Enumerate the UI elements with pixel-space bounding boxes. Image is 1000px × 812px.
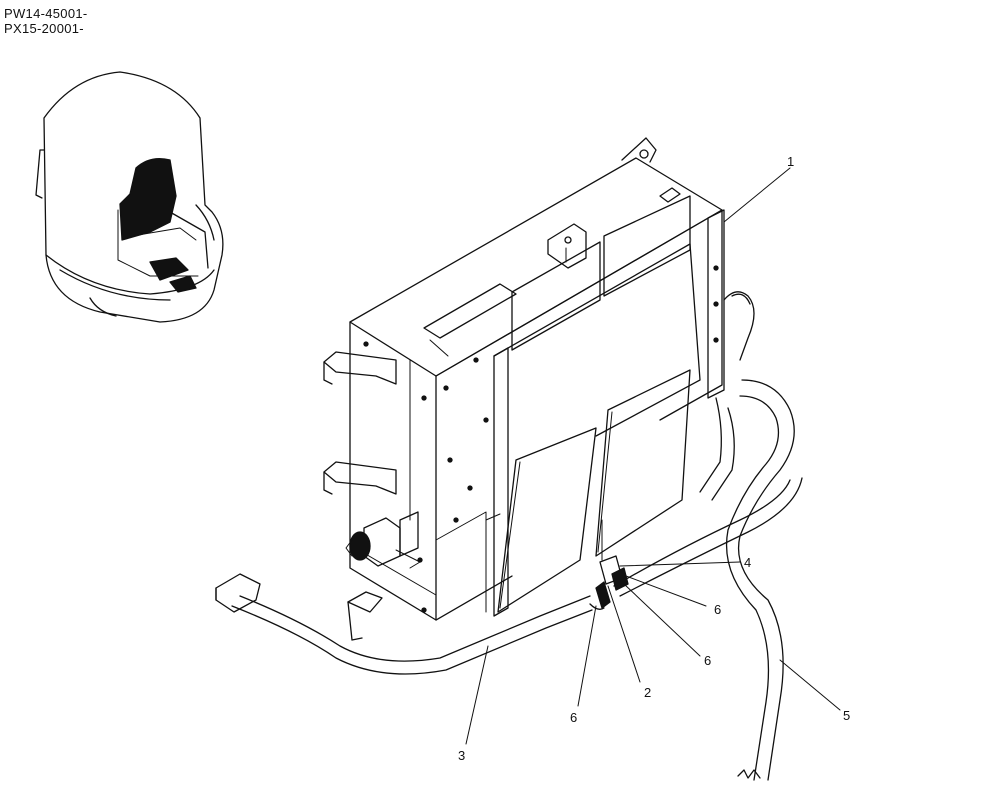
serial-code-2: PX15-20001- — [4, 21, 84, 36]
hose-assembly — [215, 379, 803, 781]
callout-6-middle: 6 — [704, 653, 711, 668]
leader-lines — [465, 167, 841, 745]
callout-3: 3 — [458, 748, 465, 763]
callout-1: 1 — [787, 154, 794, 169]
callout-4: 4 — [744, 555, 751, 570]
serial-number-block: PW14-45001- PX15-20001- — [4, 6, 88, 36]
callout-6-right: 6 — [714, 602, 721, 617]
callout-2: 2 — [644, 685, 651, 700]
callout-5: 5 — [843, 708, 850, 723]
heater-unit — [323, 137, 755, 641]
locator-inset — [35, 71, 224, 323]
callout-6-lower: 6 — [570, 710, 577, 725]
serial-code-1: PW14-45001- — [4, 6, 88, 21]
callouts: 1 2 3 4 5 6 6 6 — [458, 154, 850, 763]
